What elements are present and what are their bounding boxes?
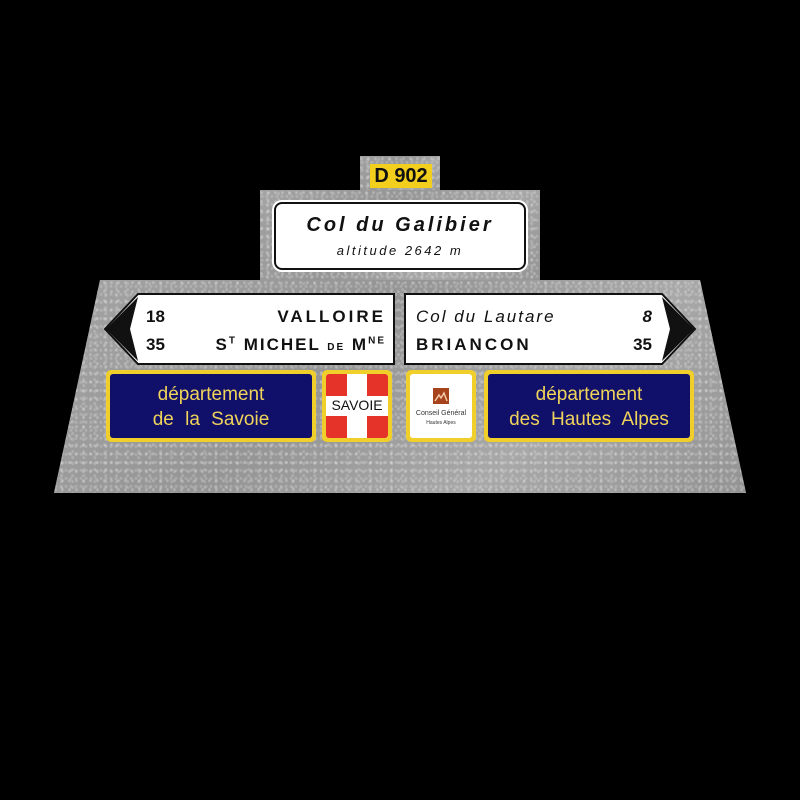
summit-name: Col du Galibier bbox=[306, 214, 494, 236]
distance-valloire: 18 bbox=[146, 307, 165, 326]
destination-valloire: VALLOIRE bbox=[277, 307, 386, 326]
destination-col-du-lautare: Col du Lautare bbox=[416, 307, 556, 326]
savoie-logo: SAVOIE bbox=[322, 370, 392, 442]
hautes-alpes-logo-line1: Conseil Général bbox=[415, 410, 467, 417]
hautes-alpes-logo-line2: Hautes Alpes bbox=[426, 420, 456, 426]
department-label: département bbox=[157, 384, 265, 405]
right-arrow-shape bbox=[404, 293, 696, 365]
left-arrow-shape bbox=[104, 293, 395, 365]
department-label: département bbox=[535, 384, 643, 405]
savoie-logo-label: SAVOIE bbox=[331, 397, 383, 413]
destination-st-michel: ST MICHEL DE MNE bbox=[215, 335, 386, 354]
department-hautes-alpes-panel: département des Hautes Alpes bbox=[484, 370, 694, 442]
route-number-badge: D 902 bbox=[370, 164, 432, 188]
mountain-icon bbox=[433, 388, 449, 404]
distance-briancon: 35 bbox=[633, 335, 652, 354]
hautes-alpes-logo: Conseil Général Hautes Alpes bbox=[406, 370, 476, 442]
department-name: des Hautes Alpes bbox=[509, 409, 669, 430]
left-direction-sign: 18 VALLOIRE 35 ST MICHEL DE MNE bbox=[104, 293, 396, 365]
distance-col-du-lautare: 8 bbox=[642, 307, 652, 326]
destination-briancon: BRIANCON bbox=[416, 335, 532, 354]
department-name: de la Savoie bbox=[152, 409, 270, 430]
right-direction-sign: Col du Lautare 8 BRIANCON 35 bbox=[404, 293, 696, 365]
summit-altitude: altitude 2642 m bbox=[336, 243, 464, 258]
summit-panel: Col du Galibier altitude 2642 m bbox=[274, 202, 526, 270]
distance-st-michel: 35 bbox=[146, 335, 165, 354]
department-savoie-panel: département de la Savoie bbox=[106, 370, 316, 442]
